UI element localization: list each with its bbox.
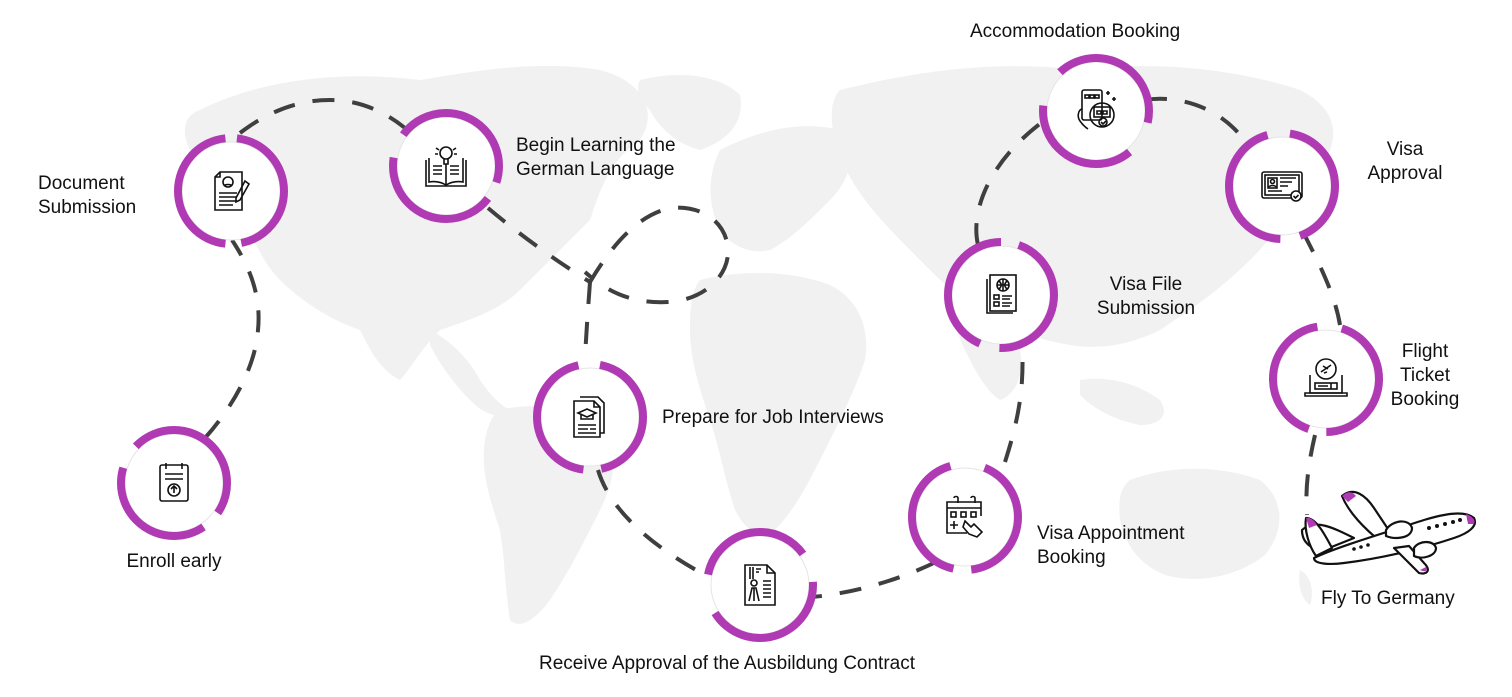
step-label-line: Visa File <box>1109 274 1183 295</box>
route-enroll-to-document <box>203 238 261 440</box>
progress-ring <box>703 528 817 642</box>
map-europe <box>710 126 851 252</box>
step-label: Visa Appointment Booking <box>1037 522 1185 570</box>
route-document-to-german <box>238 97 407 135</box>
map-africa <box>690 273 867 534</box>
step-label-line: Submission <box>38 197 137 218</box>
route-visafile-to-accommodation <box>974 118 1047 246</box>
airplane-icon <box>1300 490 1477 575</box>
resume-pen-icon <box>214 171 251 211</box>
step-label: Accommodation Booking <box>970 21 1181 42</box>
step-label-line: Visa Appointment <box>1037 523 1185 544</box>
step-label: Fly To Germany <box>1321 588 1455 609</box>
map-australia <box>1119 468 1280 579</box>
lower-wingtip-accent <box>1420 567 1427 572</box>
progress-ring <box>944 238 1058 352</box>
wingtip-accent <box>1342 492 1356 502</box>
route-loop-to-interview <box>583 281 592 361</box>
route-europe-loop <box>583 205 731 305</box>
step-label: Visa File Submission <box>1086 273 1206 321</box>
map-central-america <box>430 330 510 416</box>
step-label-line: Approval <box>1367 163 1443 184</box>
step-label-line: Booking <box>1390 389 1460 410</box>
route-german-to-loop <box>486 206 592 284</box>
route-appointment-to-visafile <box>1003 344 1025 463</box>
contract-person-icon <box>744 564 776 606</box>
route-accommodation-to-visa <box>1144 96 1242 137</box>
map-new-zealand <box>1299 570 1312 605</box>
map-greenland <box>638 75 741 150</box>
route-contract-to-appointment <box>799 558 941 600</box>
step-label: Document Submission <box>38 172 136 220</box>
nose-accent <box>1466 514 1475 524</box>
route-flight-to-plane <box>1304 434 1317 516</box>
step-label: Flight Ticket Booking <box>1380 340 1470 412</box>
map-southeast-asia <box>1080 378 1164 425</box>
step-label: Enroll early <box>126 551 222 572</box>
book-lightbulb-icon <box>425 146 467 187</box>
tail-accent <box>1306 517 1317 528</box>
progress-ring <box>117 426 231 540</box>
step-label-line: German Language <box>516 159 675 180</box>
graduation-documents-icon <box>573 396 605 438</box>
step-label-line: Ticket <box>1400 365 1450 386</box>
step-label-line: Begin Learning the <box>516 135 676 156</box>
progress-ring <box>174 134 288 248</box>
map-north-america <box>184 65 648 381</box>
laptop-flight-icon <box>1304 358 1348 397</box>
passport-icon <box>986 274 1017 314</box>
step-label-line: Document <box>38 173 125 194</box>
step-label-line: Visa <box>1386 139 1424 160</box>
step-label-line: Submission <box>1096 298 1196 319</box>
hotel-booking-phone-icon <box>1077 89 1116 130</box>
calendar-tap-icon <box>946 495 984 538</box>
route-interview-to-contract <box>596 469 706 577</box>
step-label-line: Booking <box>1037 547 1106 568</box>
step-label: Receive Approval of the Ausbildung Contr… <box>539 653 916 674</box>
progress-ring <box>533 360 647 474</box>
step-label: Prepare for Job Interviews <box>662 407 884 428</box>
progress-ring <box>1039 54 1153 168</box>
notepad-upload-icon <box>159 463 189 502</box>
step-label-line: Flight <box>1401 341 1449 362</box>
route-visa-to-flight <box>1301 231 1342 326</box>
step-label: Visa Approval <box>1350 138 1460 186</box>
step-label: Begin Learning the German Language <box>516 134 676 182</box>
id-card-check-icon <box>1261 171 1303 202</box>
